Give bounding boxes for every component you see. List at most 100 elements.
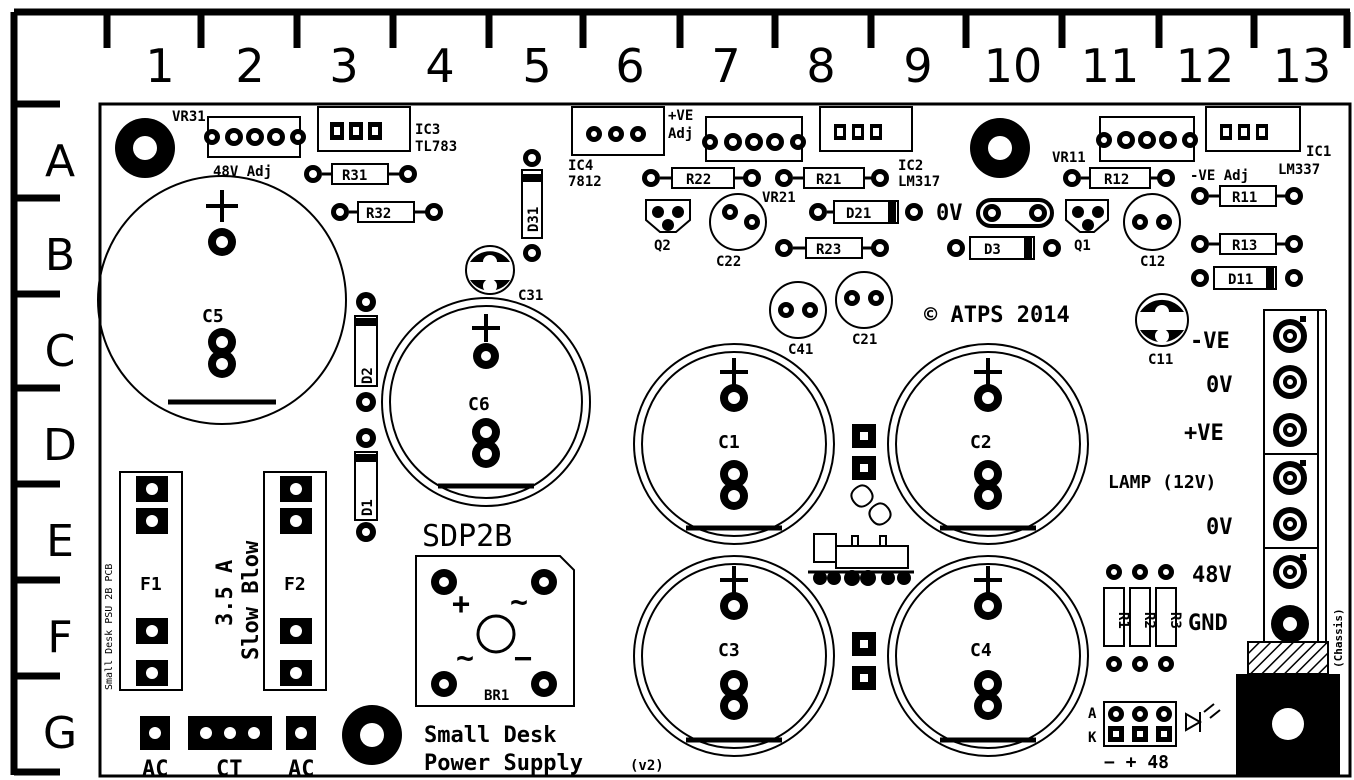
r22-resistor — [642, 167, 761, 189]
d1-label: D1 — [360, 499, 376, 516]
grid-row-g: G — [43, 708, 77, 759]
c12-label: C12 — [1140, 254, 1165, 270]
c22-label: C22 — [716, 254, 741, 270]
grid-frame — [10, 8, 1351, 776]
c11-label: C11 — [1148, 352, 1173, 368]
grid-row-c: C — [45, 326, 76, 377]
grid-col-10: 10 — [984, 39, 1043, 93]
d11-diode — [1191, 266, 1303, 290]
c4-capacitor — [887, 555, 1089, 757]
r1-r2-r3-resistors — [1103, 564, 1177, 672]
ic3-regulator — [317, 106, 411, 152]
grid-row-e: E — [46, 516, 74, 567]
sdp2b-label: SDP2B — [422, 519, 512, 554]
c2-label: C2 — [970, 432, 992, 453]
chassis-label: (Chassis) — [1332, 608, 1345, 668]
q1-label: Q1 — [1074, 238, 1091, 254]
d31-label: D31 — [526, 207, 542, 232]
grid-col-3: 3 — [329, 39, 358, 93]
grid-col-11: 11 — [1081, 39, 1140, 93]
ic4-label: IC4 — [568, 158, 593, 174]
output-terminal-block — [1263, 309, 1327, 644]
ac-input-terminals — [140, 716, 316, 750]
grid-col-13: 13 — [1273, 39, 1332, 93]
grid-col-8: 8 — [806, 39, 835, 93]
r13-label: R13 — [1232, 238, 1257, 254]
copyright-label: © ATPS 2014 — [924, 303, 1070, 328]
vr31-label: VR31 — [172, 109, 206, 125]
vr21-adj-label: Adj — [668, 126, 693, 142]
title-version: (v2) — [630, 758, 664, 774]
q1-transistor — [1065, 199, 1109, 233]
c41-label: C41 — [788, 342, 813, 358]
ic4-part-label: 7812 — [568, 174, 602, 190]
grid-col-12: 12 — [1176, 39, 1235, 93]
r1-label: R1 — [1115, 612, 1131, 629]
c41-capacitor — [769, 281, 827, 339]
br1-ac-bottom: ~ — [456, 641, 474, 676]
grid-col-1: 1 — [145, 39, 174, 93]
c2-capacitor — [887, 343, 1089, 545]
vr21-plus-ve-label: +VE — [668, 108, 693, 124]
grid-row-labels: A B C D E F G — [43, 136, 77, 759]
locomotive-logo-icon — [808, 533, 914, 586]
mounting-holes — [115, 118, 1030, 765]
side-text: Small Desk PSU 2B PCB — [104, 564, 115, 690]
c31-capacitor — [465, 245, 515, 295]
led-header — [1103, 701, 1177, 747]
term-plus-ve-label: +VE — [1184, 421, 1224, 446]
grid-row-f: F — [47, 612, 72, 663]
br1-label: BR1 — [484, 688, 509, 704]
c31-label: C31 — [518, 288, 543, 304]
c1-capacitor — [633, 343, 835, 545]
c6-capacitor — [381, 297, 591, 507]
c4-label: C4 — [970, 640, 992, 661]
c3-label: C3 — [718, 640, 740, 661]
c11-capacitor — [1135, 293, 1189, 347]
ic2-regulator — [819, 106, 913, 152]
grid-col-9: 9 — [903, 39, 932, 93]
ov-link — [976, 198, 1054, 228]
ic1-regulator — [1205, 106, 1301, 152]
r22-label: R22 — [686, 172, 711, 188]
ac-right-label: AC — [288, 757, 315, 780]
br1-minus: − — [514, 641, 532, 676]
q2-label: Q2 — [654, 238, 671, 254]
grid-col-7: 7 — [711, 39, 740, 93]
br1-bridge-rectifier — [415, 555, 575, 707]
ov-link-label: 0V — [936, 201, 963, 226]
grid-col-5: 5 — [522, 39, 551, 93]
ac-left-label: AC — [142, 757, 169, 780]
br1-plus: + — [452, 587, 470, 622]
r11-resistor — [1191, 185, 1303, 207]
br1-ac-top: ~ — [510, 585, 528, 620]
vr21-label: VR21 — [762, 190, 796, 206]
grid-column-labels: 1 2 3 4 5 6 7 8 9 10 11 12 13 — [145, 39, 1331, 93]
c1-label: C1 — [718, 432, 740, 453]
ic2-part-label: LM317 — [898, 174, 940, 190]
grid-row-d: D — [43, 420, 77, 471]
r23-resistor — [775, 237, 889, 259]
ic3-label: IC3 — [415, 122, 440, 138]
c21-capacitor — [835, 271, 893, 329]
chassis-tab — [1236, 641, 1340, 776]
r21-label: R21 — [816, 172, 841, 188]
vr11-trimmer — [1096, 116, 1198, 162]
c6-label: C6 — [468, 394, 490, 415]
r3-label: R3 — [1167, 612, 1183, 629]
ic4-regulator — [571, 106, 665, 156]
fuse-f1-label: F1 — [140, 574, 162, 595]
r32-resistor — [331, 201, 443, 223]
vr31-trimmer — [204, 116, 306, 158]
grid-col-2: 2 — [235, 39, 264, 93]
term-0v-2-label: 0V — [1206, 515, 1233, 540]
term-48v-label: 48V — [1192, 563, 1232, 588]
led-cathode-label: K — [1088, 730, 1097, 746]
c3-capacitor — [633, 555, 835, 757]
fuse-f2 — [263, 471, 327, 691]
term-minus-ve-label: -VE — [1190, 329, 1230, 354]
r11-label: R11 — [1232, 190, 1257, 206]
vr11-minus-ve-adj-label: -VE Adj — [1190, 168, 1249, 184]
d31-diode — [521, 149, 543, 262]
